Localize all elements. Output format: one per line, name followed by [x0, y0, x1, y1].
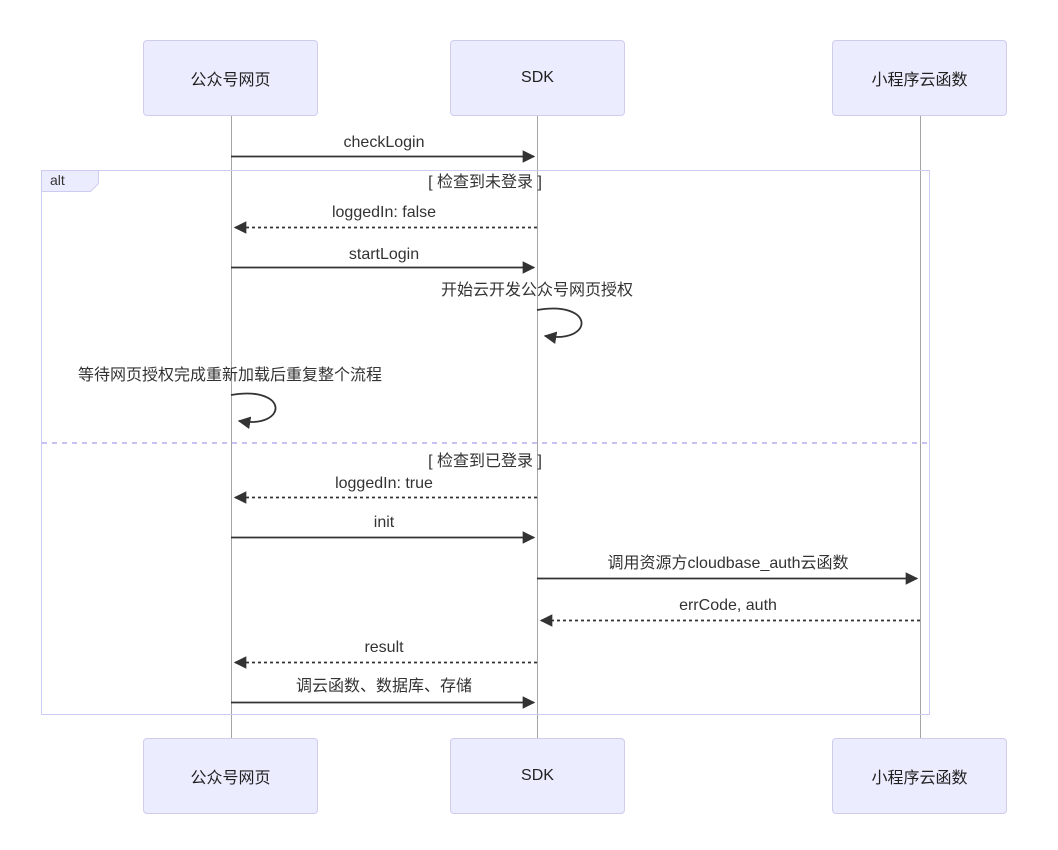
alt-condition-logged-in: [ 检查到已登录 ]	[428, 453, 542, 470]
message-label-loggedin-true: loggedIn: true	[335, 475, 433, 492]
actor-label: 小程序云函数	[871, 770, 968, 787]
actor-top-cloudfunction: 小程序云函数	[832, 40, 1007, 116]
selfloop-page-wait	[230, 392, 277, 430]
message-label-startlogin: startLogin	[348, 246, 420, 263]
actor-label: 公众号网页	[190, 72, 271, 89]
actor-label: 公众号网页	[190, 770, 271, 787]
message-label-call-functions: 调云函数、数据库、存储	[295, 678, 473, 695]
message-label-errcode-auth: errCode, auth	[679, 597, 777, 614]
actor-label: 小程序云函数	[871, 72, 968, 89]
actor-label: SDK	[521, 767, 554, 784]
actor-top-gongzhonghao: 公众号网页	[143, 40, 318, 116]
message-label-init: init	[373, 514, 395, 531]
actor-bottom-gongzhonghao: 公众号网页	[143, 738, 318, 814]
selfloop-sdk-auth	[536, 307, 583, 345]
message-label-checklogin: checkLogin	[343, 134, 425, 151]
message-label-call-cloudbase-auth: 调用资源方cloudbase_auth云函数	[607, 555, 849, 572]
message-label-result: result	[364, 639, 404, 656]
message-label-loggedin-false: loggedIn: false	[331, 204, 437, 221]
actor-top-sdk: SDK	[450, 40, 625, 116]
message-label-wait-reload: 等待网页授权完成重新加载后重复整个流程	[77, 367, 383, 384]
alt-frame	[41, 170, 930, 715]
message-label-start-auth: 开始云开发公众号网页授权	[440, 282, 634, 299]
actor-bottom-cloudfunction: 小程序云函数	[832, 738, 1007, 814]
alt-condition-not-logged-in: [ 检查到未登录 ]	[428, 174, 542, 191]
actor-bottom-sdk: SDK	[450, 738, 625, 814]
actor-label: SDK	[521, 69, 554, 86]
alt-label: alt	[50, 172, 65, 188]
alt-label-shape	[41, 170, 99, 192]
